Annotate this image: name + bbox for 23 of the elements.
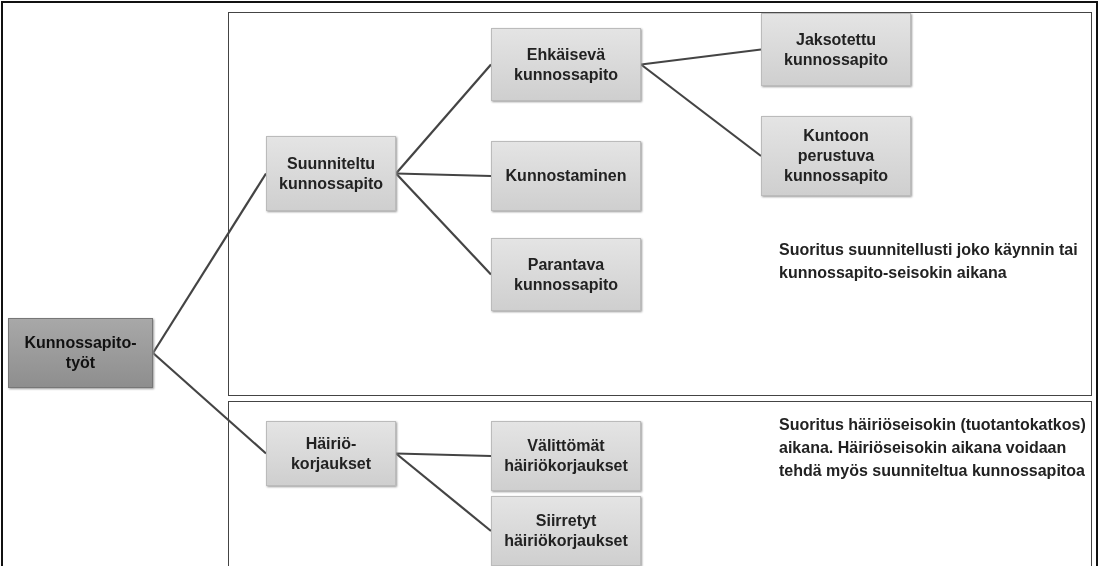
process-box: Välittömät häiriökorjaukset	[491, 421, 641, 491]
connector-line	[640, 48, 762, 66]
process-box: Jaksotettu kunnossapito	[761, 13, 911, 86]
connector-line	[152, 172, 267, 354]
process-box: Parantava kunnossapito	[491, 238, 641, 311]
connector-line	[395, 172, 492, 276]
connector-line	[395, 452, 492, 532]
connector-line	[395, 172, 492, 178]
note-text: Suoritus suunnitellusti joko käynnin tai kunnossapito-seisokin aikana	[779, 240, 1079, 284]
process-box: Kunnostaminen	[491, 141, 641, 211]
note-text: Suoritus häiriöseisokin (tuotantokatkos) aikana. Häiriöseisokin aikana voidaan tehdä myös suunniteltua kunnossapitoa	[779, 415, 1087, 482]
panel	[228, 12, 1092, 396]
process-box: Kunnossapito-työt	[8, 318, 153, 388]
process-box: Ehkäisevä kunnossapito	[491, 28, 641, 101]
process-box: Häiriö-korjaukset	[266, 421, 396, 486]
process-box: Suunniteltu kunnossapito	[266, 136, 396, 211]
process-box: Kuntoon perustuva kunnossapito	[761, 116, 911, 196]
connector-line	[395, 452, 492, 458]
connector-line	[395, 63, 492, 175]
panel	[228, 401, 1092, 566]
process-box: Siirretyt häiriökorjaukset	[491, 496, 641, 566]
connector-line	[152, 352, 267, 455]
connector-line	[640, 63, 762, 157]
